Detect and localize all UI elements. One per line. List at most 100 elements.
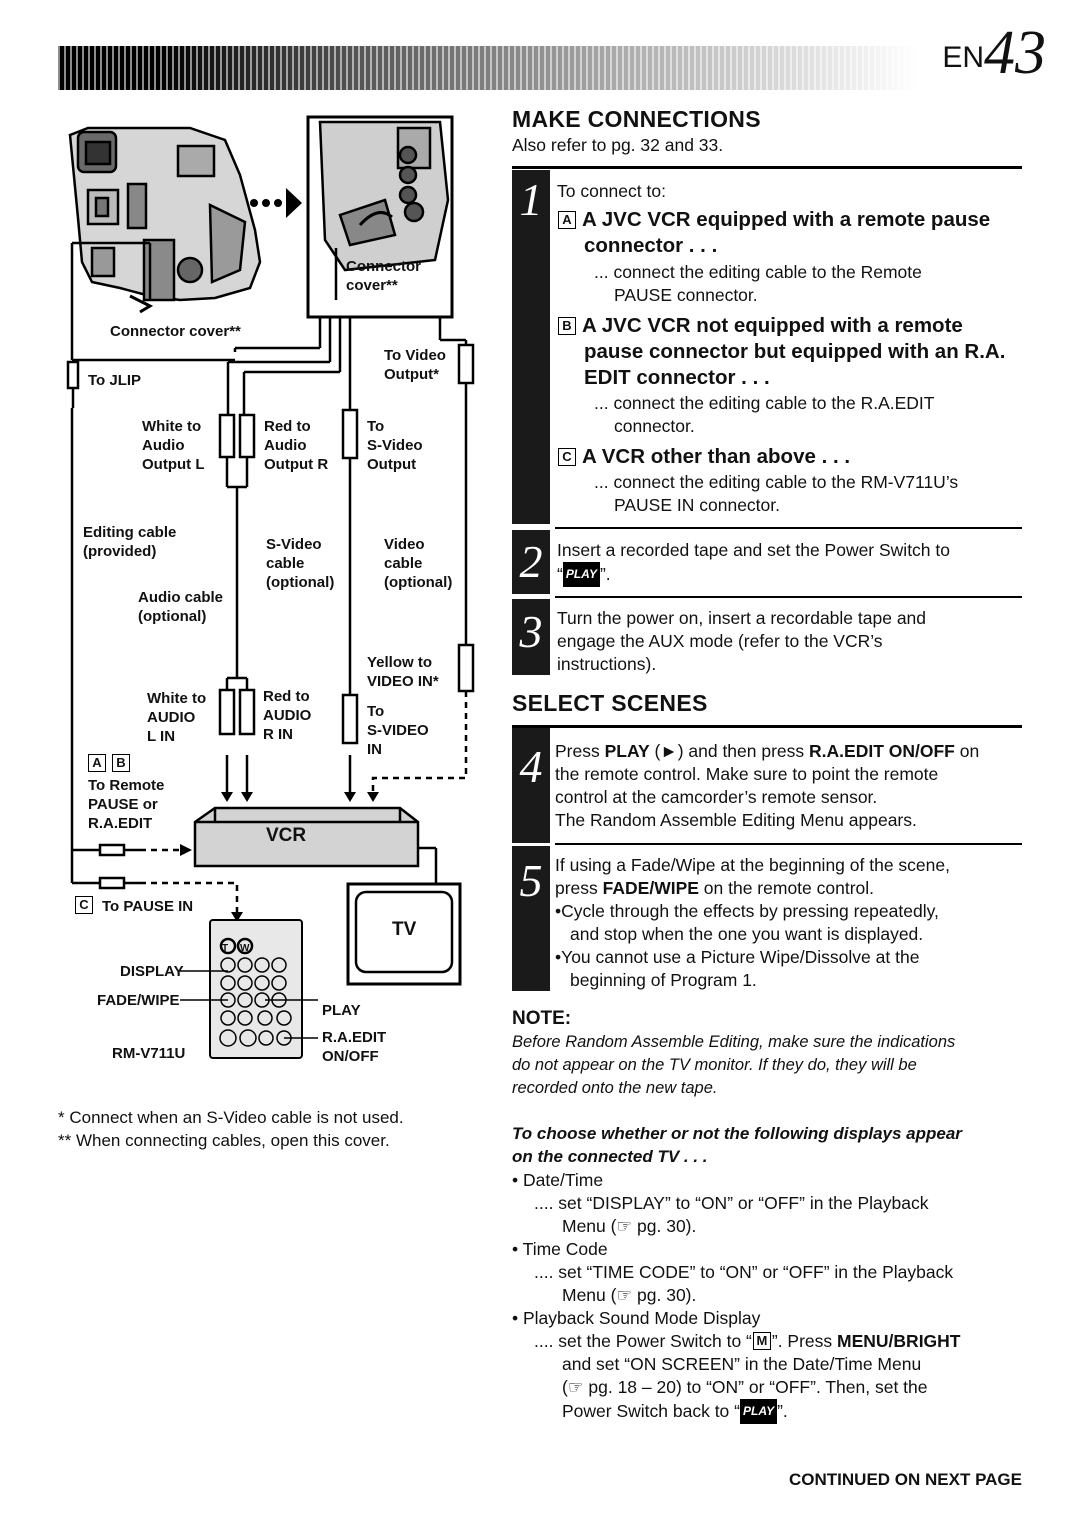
step5-l2c: on the remote control. [698,878,875,898]
note-item2: • Time Code [512,1239,608,1259]
note-item3a-1: .... set the Power Switch to “ [534,1331,752,1351]
label-to-remote: To Remote PAUSE or R.A.EDIT [88,777,165,832]
header-stripes [58,46,918,90]
badge-a: A [88,754,106,772]
option-c-title-1: A VCR other than above . . . [582,445,851,468]
note-menu-bright: MENU/BRIGHT [837,1331,961,1351]
label-display: DISPLAY [120,963,184,980]
step3-line3: instructions). [557,654,657,674]
footnote-2: ** When connecting cables, open this cov… [58,1131,390,1150]
note-item2b: Menu (☞ pg. 30). [562,1285,697,1305]
note-item3a: .... set the Power Switch to “M”. Press … [534,1330,961,1353]
step4-l1e: on [954,741,980,761]
option-b-text-2: connector. [614,416,695,436]
page-number: EN43 [942,22,1046,84]
label-fade-wipe: FADE/WIPE [97,992,180,1009]
rule-3 [555,596,1022,598]
step5-bullet2b: beginning of Program 1. [570,970,757,990]
select-scenes-title: SELECT SCENES [512,690,708,716]
label-tv: TV [392,919,417,940]
rule-5 [555,843,1022,845]
note-item1a: .... set “DISPLAY” to “ON” or “OFF” in t… [534,1193,929,1213]
label-to-video-output: To Video Output* [384,347,446,383]
continued-next-page: CONTINUED ON NEXT PAGE [789,1470,1022,1489]
rule-4 [512,725,1022,728]
play-switch-icon-2: PLAY [739,1399,778,1424]
step5-line1: If using a Fade/Wipe at the beginning of… [555,855,950,875]
page-prefix: EN [942,41,984,74]
note-sub1: To choose whether or not the following d… [512,1124,962,1143]
step-4-number: 4 [512,728,550,843]
note-item2a: .... set “TIME CODE” to “ON” or “OFF” in… [534,1262,954,1282]
step3-line1: Turn the power on, insert a recordable t… [557,608,927,628]
option-c-badge: C [558,448,576,466]
make-connections-title: MAKE CONNECTIONS [512,106,761,132]
step-1-number: 1 [512,170,550,524]
note-item1b: Menu (☞ pg. 30). [562,1216,697,1236]
label-audio-cable: Audio cable (optional) [138,589,224,625]
rule-2 [555,527,1022,529]
note-item3d: Power Switch back to “PLAY”. [562,1399,788,1424]
label-red-audio-r: Red to Audio Output R [264,418,329,473]
option-a-title-1: A JVC VCR equipped with a remote pause [582,208,991,231]
label-play: PLAY [322,1002,361,1019]
step4-play: PLAY [604,741,650,761]
rule-1 [512,166,1022,169]
note-item3: • Playback Sound Mode Display [512,1308,761,1328]
camcorder-illustration [68,126,262,314]
option-c-title: C A VCR other than above . . . [558,444,850,470]
note-line2: do not appear on the TV monitor. If they… [512,1056,917,1074]
badge-b: B [112,754,130,772]
label-connector-cover-right: Connector cover** [346,258,421,294]
label-svideo-cable: S-Video cable (optional) [266,536,335,591]
m-switch-icon: M [752,1332,771,1350]
label-rm-model: RM-V711U [112,1045,186,1062]
label-to-pause-in: To PAUSE IN [102,898,194,915]
step5-bullet1a: •Cycle through the effects by pressing r… [555,901,939,921]
footnote-1: * Connect when an S-Video cable is not u… [58,1108,404,1127]
step2-post: ”. [599,564,611,584]
option-a-text-1: ... connect the editing cable to the Rem… [594,262,922,282]
note-item3b: and set “ON SCREEN” in the Date/Time Men… [562,1354,922,1374]
label-to-svideo-output: To S-Video Output [367,418,423,473]
option-b-title-1: A JVC VCR not equipped with a remote [582,314,963,337]
vcr-box [193,806,420,868]
option-a-title: A A JVC VCR equipped with a remote pause [558,207,990,233]
note-sub2: on the connected TV . . . [512,1147,708,1166]
step5-l2a: press [555,878,603,898]
step5-bullet1b: and stop when the one you want is displa… [570,924,924,944]
label-white-audio-lin: White to AUDIO L IN [147,690,207,745]
step2-pre: “ [557,564,563,584]
note-line1: Before Random Assemble Editing, make sur… [512,1033,956,1051]
connection-diagram [66,115,475,1059]
note-title: NOTE: [512,1008,572,1029]
tv-illustration [346,882,462,986]
step2-line2: “PLAY”. [557,562,611,587]
step4-l1a: Press [555,741,605,761]
remote-w-label: W [240,943,250,954]
step1-intro: To connect to: [557,181,666,201]
step2-line1: Insert a recorded tape and set the Power… [557,540,950,560]
step-5-number: 5 [512,846,550,991]
step4-line2: the remote control. Make sure to point t… [555,764,939,784]
also-refer: Also refer to pg. 32 and 33. [512,135,724,155]
step5-bullet2a: •You cannot use a Picture Wipe/Dissolve … [555,947,920,967]
option-a-title-2: connector . . . [584,234,718,257]
remote-control-illustration [180,919,318,1059]
step4-l1c: (►) and then press [649,741,810,761]
option-a-badge: A [558,211,576,229]
note-item3d-2: ”. [777,1401,788,1421]
step5-line2: press FADE/WIPE on the remote control. [555,877,874,900]
step5-fadewipe: FADE/WIPE [602,878,699,898]
note-item3c: (☞ pg. 18 – 20) to “ON” or “OFF”. Then, … [562,1377,928,1397]
badge-c: C [75,896,93,914]
option-a-text-2: PAUSE connector. [614,285,758,305]
option-b-text-1: ... connect the editing cable to the R.A… [594,393,935,413]
label-connector-cover: Connector cover** [110,323,241,340]
step3-line2: engage the AUX mode (refer to the VCR’s [557,631,883,651]
page-num: 43 [984,19,1046,87]
step4-line4: The Random Assemble Editing Menu appears… [555,810,917,830]
label-to-jlip: To JLIP [88,372,142,389]
